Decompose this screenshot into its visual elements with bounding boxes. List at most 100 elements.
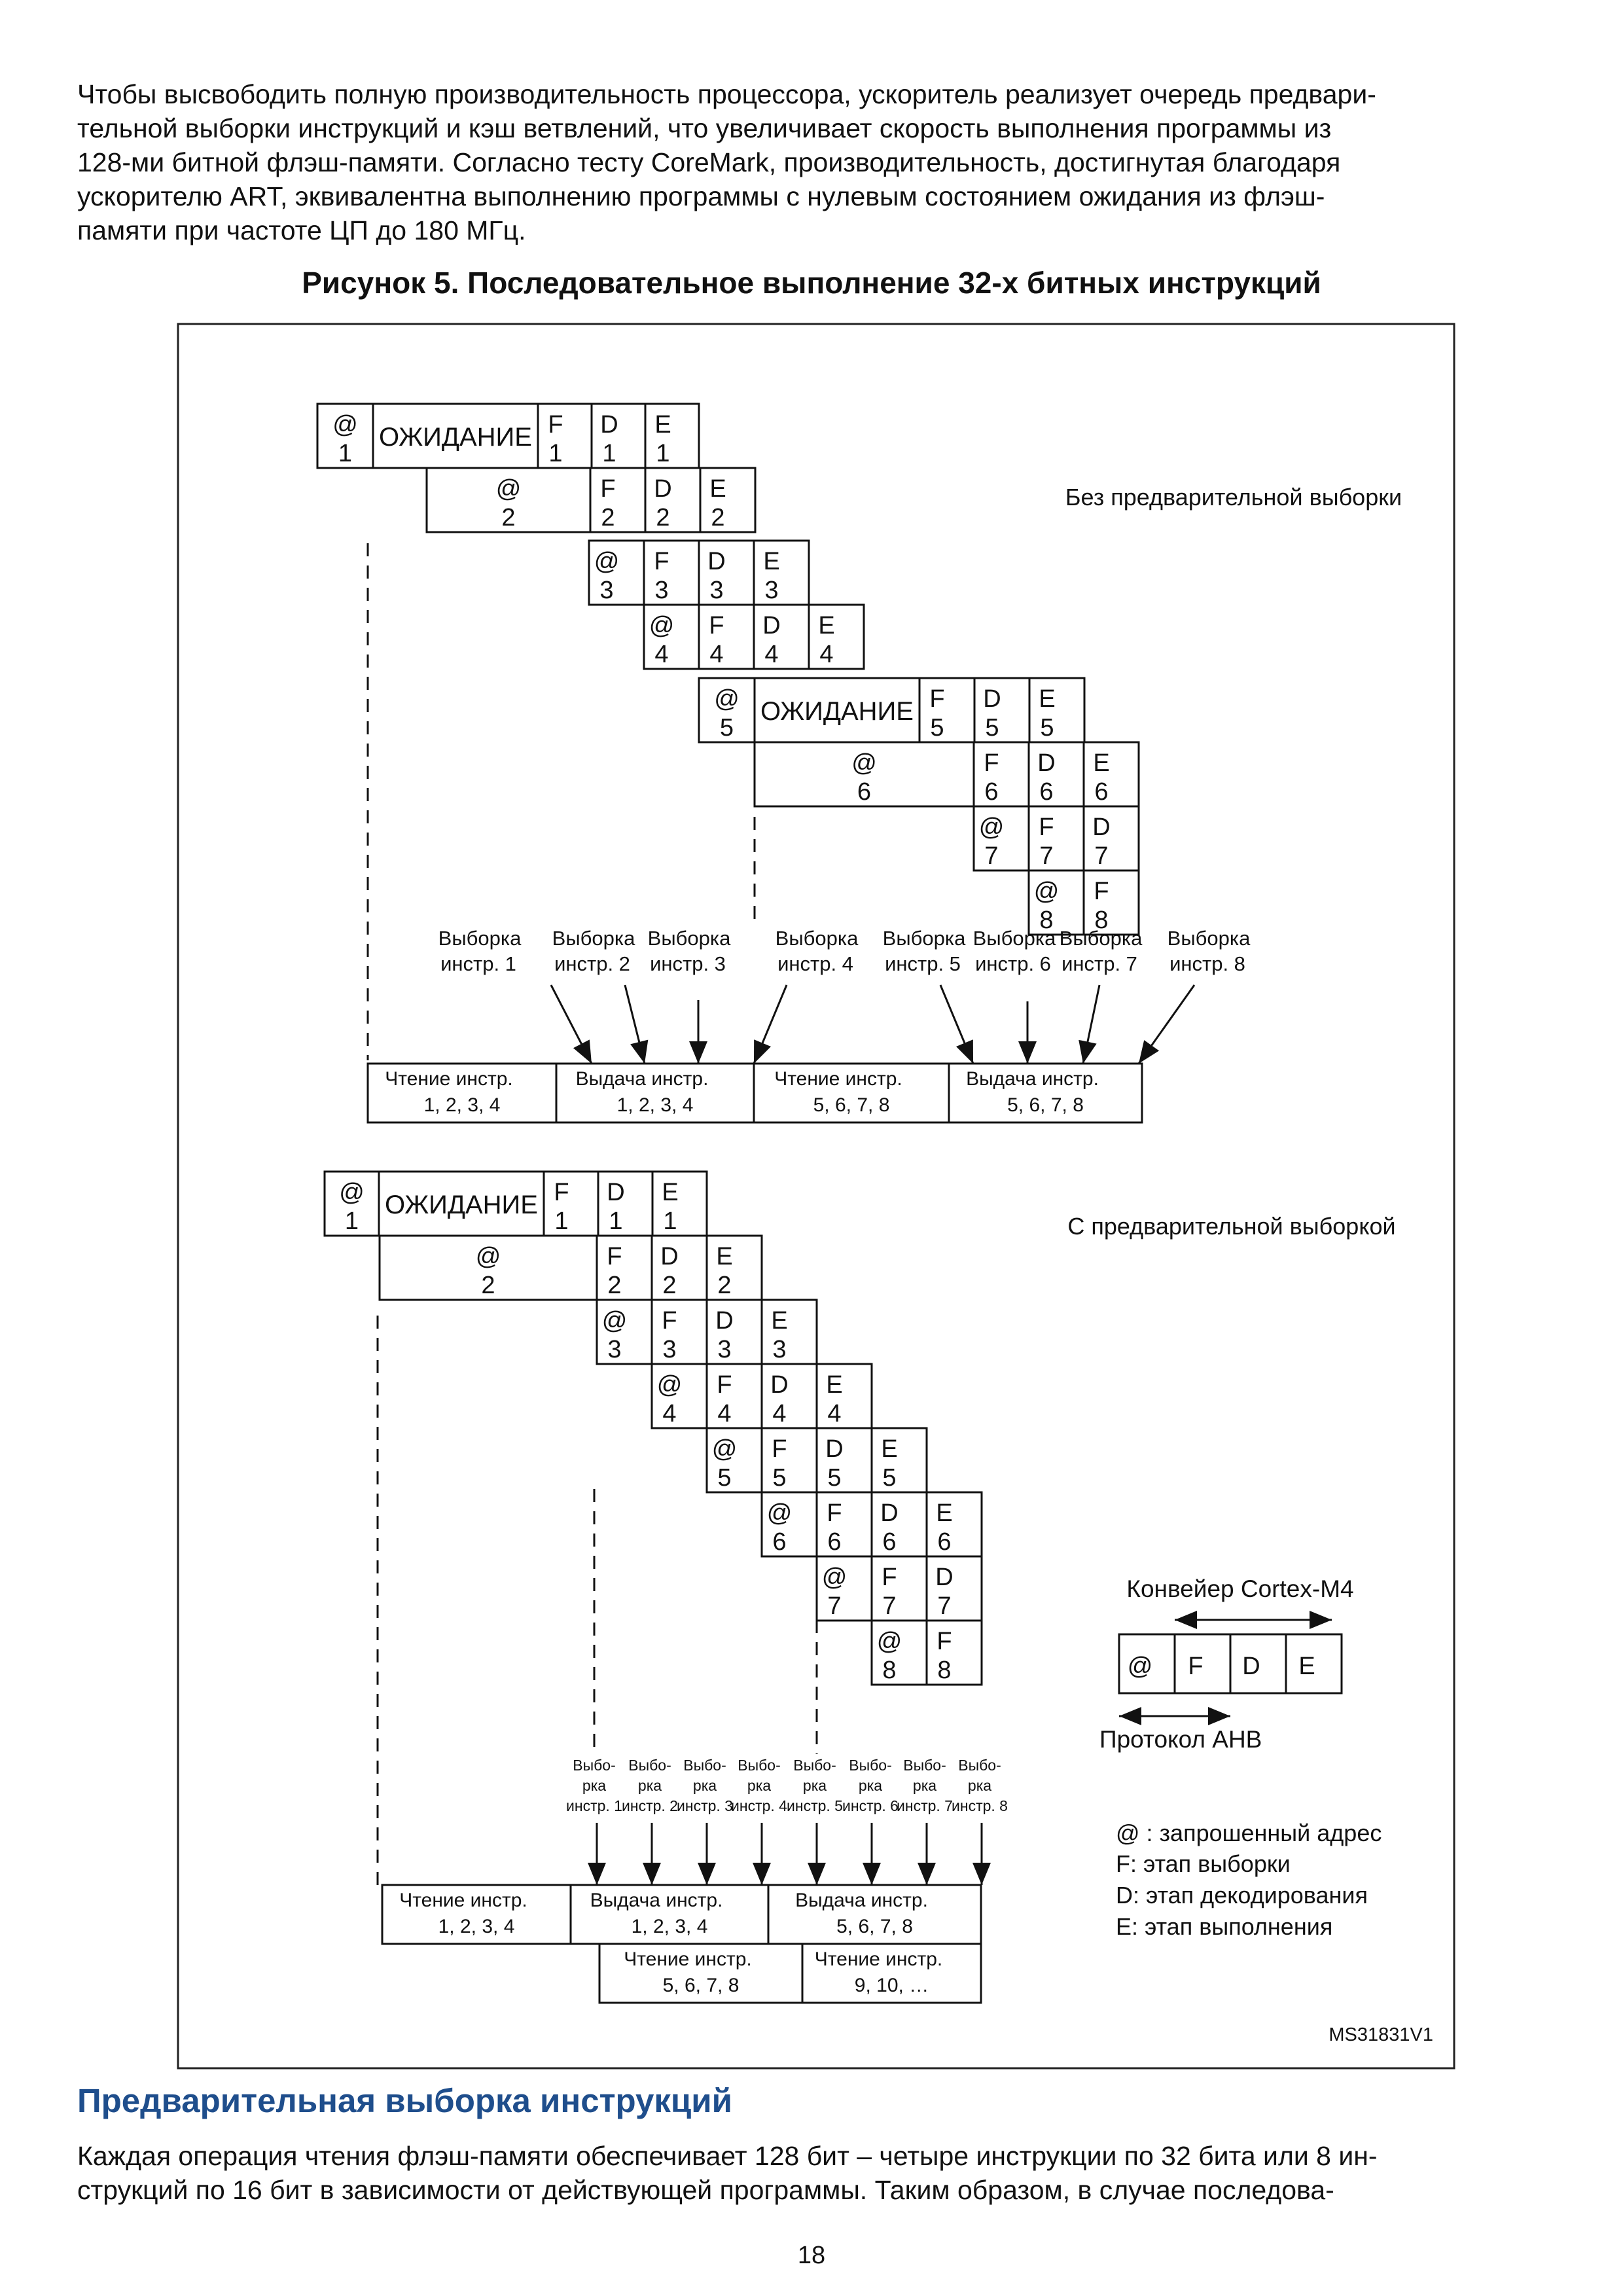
stage-number: 3: [709, 577, 723, 604]
stage-number: 6: [827, 1528, 841, 1556]
fetch-label: Выборка: [1060, 927, 1143, 950]
fetch-label-small: Выбо-: [628, 1757, 671, 1774]
stage-letter: D: [654, 475, 671, 503]
stage-number: 5: [1040, 714, 1054, 742]
fetch-label-small: рка: [638, 1777, 662, 1794]
stage-letter: D: [825, 1435, 843, 1463]
stage-number: 5: [985, 714, 999, 742]
bus-slot-text: 1, 2, 3, 4: [424, 1094, 501, 1116]
arrow-head-icon: [698, 1863, 716, 1885]
pipeline-cell: [643, 539, 700, 606]
stage-letter: F: [709, 612, 724, 639]
stage-letter: D: [1092, 814, 1110, 841]
stage-number: 8: [937, 1657, 951, 1684]
bus-slot-text: Чтение инстр.: [385, 1068, 513, 1090]
mode-label-no-prefetch: Без предварительной выборки: [1065, 484, 1402, 511]
legend-item: @ : запрошенный адрес: [1116, 1820, 1382, 1846]
fetch-label-small: Выбо-: [903, 1757, 946, 1774]
stage-letter: @: [822, 1564, 847, 1591]
stage-number: 3: [599, 577, 613, 604]
bus-slot-text: Выдача инстр.: [795, 1890, 928, 1911]
pipeline-cell: [760, 1299, 818, 1365]
stage-number: 5: [720, 714, 734, 742]
figure-title: Рисунок 5. Последовательное выполнение 3…: [302, 266, 1321, 300]
stage-letter: @: [476, 1243, 501, 1270]
stage-letter: E: [881, 1435, 897, 1463]
stage-letter: E: [1093, 749, 1109, 777]
legend-stage-letter: E: [1298, 1653, 1315, 1680]
body-paragraph: Каждая операция чтения флэш-памяти обесп…: [77, 2139, 1550, 2207]
stage-number: 4: [764, 641, 778, 668]
bus-slot-text: Выдача инстр.: [966, 1068, 1099, 1090]
stage-number: 3: [764, 577, 778, 604]
fetch-label: Выборка: [648, 927, 731, 950]
stage-number: 6: [882, 1528, 896, 1556]
stage-letter: @: [339, 1179, 365, 1206]
body-line: Каждая операция чтения флэш-памяти обесп…: [77, 2141, 1378, 2171]
stage-number: 6: [937, 1528, 951, 1556]
mode-label-prefetch: С предварительной выборкой: [1067, 1213, 1395, 1240]
stage-letter: D: [770, 1371, 788, 1399]
stage-letter: @: [714, 685, 740, 713]
stage-letter: E: [771, 1307, 787, 1335]
fetch-label-small: Выбо-: [573, 1757, 616, 1774]
stage-number: 4: [654, 641, 668, 668]
bus-slot-text: 5, 6, 7, 8: [836, 1916, 913, 1937]
stage-letter: E: [709, 475, 726, 503]
fetch-label: инстр. 3: [650, 952, 726, 975]
stage-number: 5: [882, 1464, 896, 1492]
arrow-head-icon: [1208, 1707, 1230, 1725]
stage-number: 1: [609, 1208, 622, 1235]
stage-number: 2: [662, 1272, 676, 1299]
stage-number: 3: [654, 577, 668, 604]
stage-letter: E: [1039, 685, 1055, 713]
stage-number: 7: [1094, 842, 1108, 870]
stage-number: 8: [1094, 906, 1108, 934]
pipeline-cell: [537, 403, 593, 469]
stage-letter: D: [880, 1499, 898, 1527]
stage-letter: D: [715, 1307, 733, 1335]
stage-number: 1: [663, 1208, 677, 1235]
fetch-label-small: рка: [968, 1777, 991, 1794]
stage-number: 7: [1039, 842, 1053, 870]
fetch-label: Выборка: [1168, 927, 1251, 950]
fetch-label-small: инстр. 6: [842, 1797, 899, 1814]
arrow-head-icon: [1139, 1040, 1160, 1064]
stage-number: 2: [481, 1272, 495, 1299]
fetch-label-small: рка: [693, 1777, 717, 1794]
wait-label: ОЖИДАНИЕ: [760, 697, 914, 726]
pipeline-cell: [918, 677, 976, 744]
arrow-head-icon: [956, 1039, 973, 1064]
arrow-head-icon: [573, 1039, 592, 1064]
fetch-label-small: инстр. 2: [622, 1797, 678, 1814]
stage-number: 6: [1094, 778, 1108, 806]
fetch-label-small: рка: [747, 1777, 771, 1794]
fetch-label-small: инстр. 1: [566, 1797, 622, 1814]
stage-letter: F: [662, 1307, 677, 1335]
fetch-label-small: Выбо-: [958, 1757, 1001, 1774]
stage-number: 7: [827, 1592, 841, 1620]
fetch-label: инстр. 4: [777, 952, 853, 975]
legend-pipeline-title: Конвейер Cortex-M4: [1126, 1575, 1353, 1602]
stage-number: 4: [819, 641, 833, 668]
stage-number: 2: [501, 504, 515, 531]
stage-number: 2: [717, 1272, 731, 1299]
intro-paragraph: Чтобы высвободить полную производительно…: [77, 77, 1550, 247]
bus-slot-text: Чтение инстр.: [624, 1948, 752, 1970]
stage-letter: @: [1034, 878, 1060, 905]
stage-number: 7: [882, 1592, 896, 1620]
fetch-label-small: рка: [803, 1777, 827, 1794]
stage-number: 4: [662, 1400, 676, 1427]
stage-number: 6: [857, 778, 871, 806]
pipeline-cell: [543, 1170, 599, 1237]
bus-slot-text: Выдача инстр.: [590, 1890, 723, 1911]
bus-slot-text: 1, 2, 3, 4: [438, 1916, 515, 1937]
intro-line: тельной выборки инструкций и кэш ветвлен…: [77, 113, 1332, 143]
bus-slot-text: Чтение инстр.: [815, 1948, 943, 1970]
legend-item: F: этап выборки: [1116, 1850, 1291, 1877]
stage-letter: E: [936, 1499, 952, 1527]
pipeline-cell: [589, 467, 647, 533]
fetch-label: инстр. 2: [554, 952, 630, 975]
page-number: 18: [797, 2242, 826, 2269]
